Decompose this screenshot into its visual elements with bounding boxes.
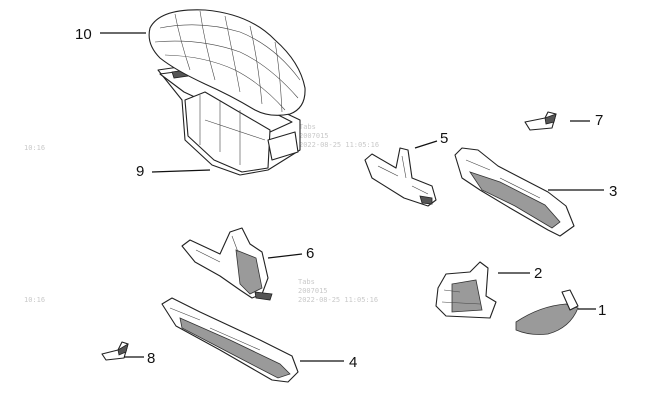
part-9-storage-box <box>157 65 301 176</box>
part-8-clip <box>101 341 129 361</box>
callout-number-7: 7 <box>595 112 603 129</box>
watermark-text: 2022-08-25 11:05:16 <box>299 141 379 149</box>
part-7-clip <box>524 111 557 131</box>
part-4-floor-side-panel <box>161 297 299 383</box>
watermark-text: 10:16 <box>24 144 45 152</box>
part-6-floor-bracket <box>181 227 273 301</box>
callout-leader <box>414 140 438 149</box>
callout-number-10: 10 <box>75 26 92 43</box>
watermark-text: 2007015 <box>298 287 328 295</box>
watermark-text: 2022-08-25 11:05:16 <box>298 296 378 304</box>
watermark-text: Tabs <box>298 278 315 286</box>
part-1-trim-piece <box>515 289 579 335</box>
callout-number-4: 4 <box>349 354 357 371</box>
callout-leader <box>267 253 303 259</box>
callout-number-3: 3 <box>609 183 617 200</box>
part-5-bracket <box>364 147 437 207</box>
watermark-text: 2007015 <box>299 132 329 140</box>
part-3-side-cover <box>454 147 575 237</box>
callout-number-8: 8 <box>147 350 155 367</box>
watermark-text: 10:16 <box>24 296 45 304</box>
part-2-inner-cover <box>435 261 497 319</box>
callout-number-1: 1 <box>598 302 606 319</box>
callout-leader <box>151 169 211 173</box>
callout-number-9: 9 <box>136 163 144 180</box>
part-10-seat <box>148 9 306 116</box>
callout-number-5: 5 <box>440 130 448 147</box>
callout-number-6: 6 <box>306 245 314 262</box>
watermark-text: Tabs <box>299 123 316 131</box>
callout-number-2: 2 <box>534 265 542 282</box>
